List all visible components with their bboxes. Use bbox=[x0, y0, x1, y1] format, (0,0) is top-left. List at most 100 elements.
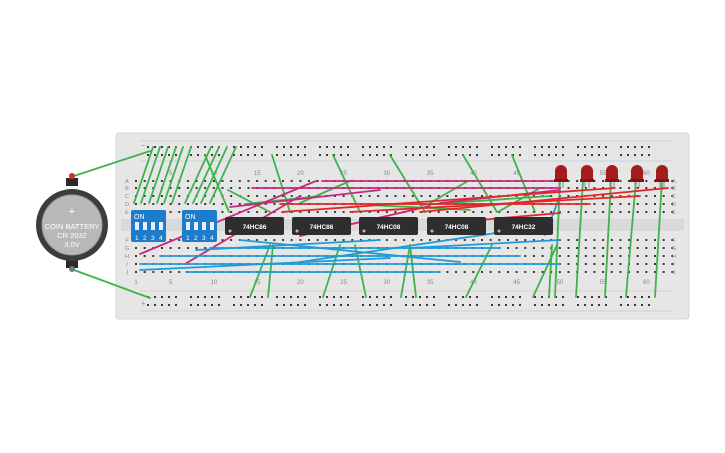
breadboard-hole[interactable] bbox=[524, 239, 527, 241]
breadboard-hole[interactable] bbox=[662, 271, 665, 273]
rail-hole[interactable] bbox=[240, 146, 242, 148]
rail-hole[interactable] bbox=[505, 154, 507, 156]
breadboard-hole[interactable] bbox=[308, 211, 310, 213]
breadboard-hole[interactable] bbox=[524, 211, 527, 213]
jumper-wire[interactable] bbox=[171, 146, 192, 204]
breadboard-hole[interactable] bbox=[628, 271, 631, 273]
jumper-wire[interactable] bbox=[654, 179, 663, 298]
breadboard-hole[interactable] bbox=[645, 239, 648, 241]
rail-hole[interactable] bbox=[641, 146, 643, 148]
rail-hole[interactable] bbox=[448, 304, 450, 306]
rail-hole[interactable] bbox=[204, 296, 206, 298]
rail-hole[interactable] bbox=[476, 296, 478, 298]
rail-hole[interactable] bbox=[383, 296, 385, 298]
breadboard-hole[interactable] bbox=[273, 239, 276, 241]
led-1[interactable] bbox=[554, 165, 568, 188]
breadboard-hole[interactable] bbox=[567, 187, 570, 189]
rail-hole[interactable] bbox=[405, 296, 407, 298]
breadboard-hole[interactable] bbox=[645, 195, 648, 197]
breadboard-hole[interactable] bbox=[135, 255, 137, 257]
rail-hole[interactable] bbox=[326, 304, 328, 306]
rail-hole[interactable] bbox=[333, 296, 335, 298]
rail-hole[interactable] bbox=[627, 304, 629, 306]
breadboard-hole[interactable] bbox=[212, 187, 215, 189]
breadboard-hole[interactable] bbox=[662, 239, 665, 241]
breadboard-hole[interactable] bbox=[636, 187, 639, 189]
rail-hole[interactable] bbox=[290, 296, 292, 298]
breadboard-hole[interactable] bbox=[238, 180, 241, 182]
rail-hole[interactable] bbox=[290, 154, 292, 156]
rail-hole[interactable] bbox=[154, 304, 156, 306]
breadboard-hole[interactable] bbox=[481, 239, 483, 241]
jumper-wire[interactable] bbox=[322, 244, 341, 298]
rail-hole[interactable] bbox=[233, 146, 235, 148]
rail-hole[interactable] bbox=[362, 146, 364, 148]
jumper-wire[interactable] bbox=[209, 146, 237, 204]
rail-hole[interactable] bbox=[290, 146, 292, 148]
breadboard-hole[interactable] bbox=[178, 203, 181, 205]
breadboard-hole[interactable] bbox=[515, 247, 518, 249]
breadboard-hole[interactable] bbox=[472, 239, 475, 241]
rail-hole[interactable] bbox=[247, 154, 249, 156]
rail-hole[interactable] bbox=[319, 146, 321, 148]
rail-hole[interactable] bbox=[161, 154, 163, 156]
jumper-wire[interactable] bbox=[548, 244, 553, 298]
rail-hole[interactable] bbox=[362, 304, 364, 306]
breadboard-hole[interactable] bbox=[256, 239, 259, 241]
breadboard-hole[interactable] bbox=[411, 195, 414, 197]
rail-hole[interactable] bbox=[448, 154, 450, 156]
breadboard-hole[interactable] bbox=[143, 203, 146, 205]
rail-hole[interactable] bbox=[326, 296, 328, 298]
breadboard-hole[interactable] bbox=[282, 195, 285, 197]
rail-hole[interactable] bbox=[204, 304, 206, 306]
rail-hole[interactable] bbox=[555, 154, 557, 156]
breadboard-hole[interactable] bbox=[135, 187, 137, 189]
rail-hole[interactable] bbox=[362, 296, 364, 298]
breadboard-hole[interactable] bbox=[273, 195, 276, 197]
breadboard-hole[interactable] bbox=[593, 203, 596, 205]
rail-hole[interactable] bbox=[541, 296, 543, 298]
breadboard-hole[interactable] bbox=[489, 195, 492, 197]
breadboard-hole[interactable] bbox=[230, 239, 233, 241]
breadboard-hole[interactable] bbox=[411, 239, 414, 241]
breadboard-hole[interactable] bbox=[662, 211, 665, 213]
breadboard-hole[interactable] bbox=[645, 247, 648, 249]
breadboard-hole[interactable] bbox=[394, 211, 397, 213]
rail-hole[interactable] bbox=[426, 304, 428, 306]
led-4[interactable] bbox=[630, 165, 644, 188]
rail-hole[interactable] bbox=[204, 146, 206, 148]
rail-hole[interactable] bbox=[591, 304, 593, 306]
rail-hole[interactable] bbox=[534, 146, 536, 148]
breadboard-hole[interactable] bbox=[394, 195, 397, 197]
breadboard-hole[interactable] bbox=[636, 263, 639, 265]
breadboard-hole[interactable] bbox=[558, 247, 561, 249]
breadboard-hole[interactable] bbox=[645, 271, 648, 273]
breadboard-hole[interactable] bbox=[506, 239, 509, 241]
dip-toggles[interactable] bbox=[135, 222, 163, 230]
jumper-wire[interactable] bbox=[156, 146, 177, 204]
breadboard-hole[interactable] bbox=[671, 187, 674, 189]
breadboard-hole[interactable] bbox=[143, 255, 146, 257]
rail-hole[interactable] bbox=[562, 146, 564, 148]
jumper-wire[interactable] bbox=[281, 187, 616, 213]
breadboard-hole[interactable] bbox=[489, 271, 492, 273]
breadboard-hole[interactable] bbox=[195, 247, 198, 249]
jumper-wire[interactable] bbox=[192, 146, 220, 204]
breadboard-hole[interactable] bbox=[230, 203, 233, 205]
breadboard-hole[interactable] bbox=[472, 211, 475, 213]
breadboard-hole[interactable] bbox=[481, 271, 483, 273]
breadboard-hole[interactable] bbox=[178, 195, 181, 197]
breadboard-hole[interactable] bbox=[602, 180, 605, 182]
breadboard-hole[interactable] bbox=[221, 211, 224, 213]
breadboard-hole[interactable] bbox=[558, 271, 561, 273]
breadboard-hole[interactable] bbox=[532, 239, 535, 241]
rail-hole[interactable] bbox=[383, 304, 385, 306]
rail-hole[interactable] bbox=[383, 154, 385, 156]
rail-hole[interactable] bbox=[304, 296, 306, 298]
breadboard-hole[interactable] bbox=[238, 203, 241, 205]
rail-hole[interactable] bbox=[620, 304, 622, 306]
breadboard-hole[interactable] bbox=[308, 180, 310, 182]
rail-hole[interactable] bbox=[197, 296, 199, 298]
breadboard-hole[interactable] bbox=[628, 211, 631, 213]
breadboard-hole[interactable] bbox=[351, 239, 354, 241]
